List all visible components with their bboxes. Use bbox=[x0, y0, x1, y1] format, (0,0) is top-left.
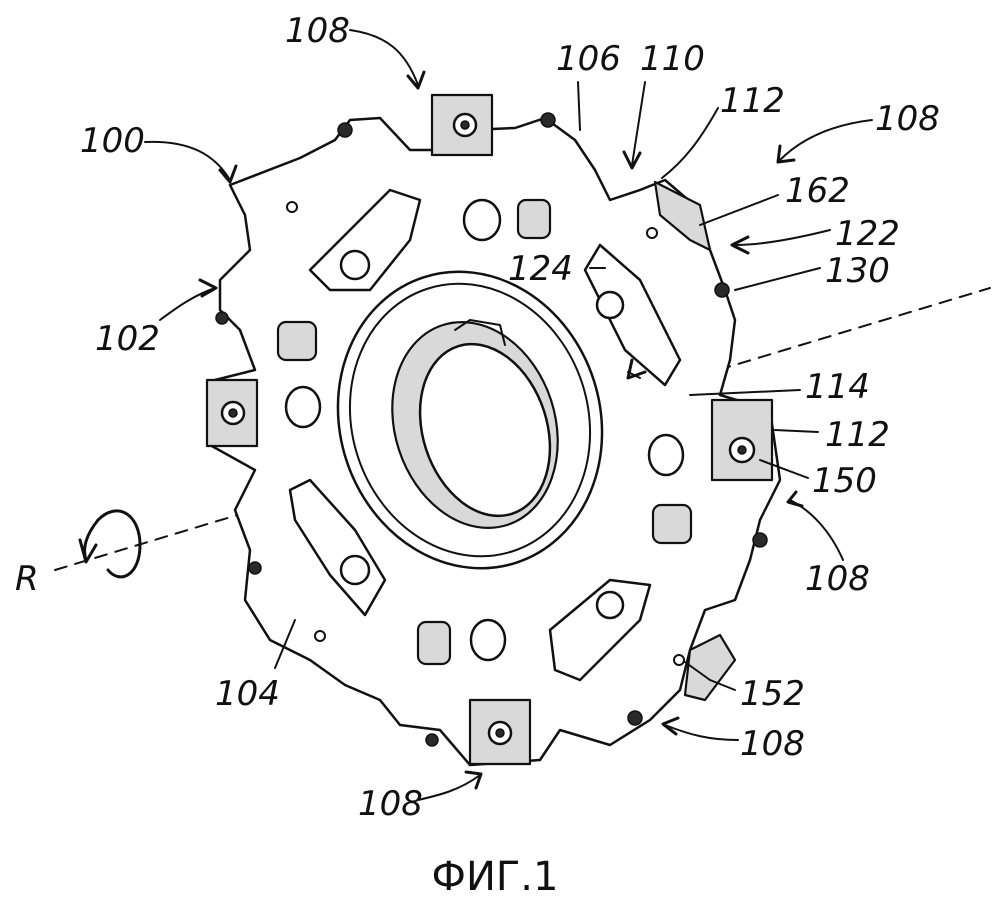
insert-right bbox=[712, 400, 772, 480]
label-108-top: 108 bbox=[285, 11, 350, 51]
label-112-top: 112 bbox=[720, 81, 785, 121]
label-108-upper-right: 108 bbox=[875, 99, 940, 139]
label-110: 110 bbox=[640, 39, 705, 79]
label-100: 100 bbox=[80, 121, 145, 161]
label-150: 150 bbox=[812, 461, 877, 501]
insert-bottom bbox=[470, 700, 530, 764]
label-106: 106 bbox=[556, 39, 621, 79]
insert-left bbox=[207, 380, 257, 446]
label-162: 162 bbox=[785, 171, 850, 211]
label-114: 114 bbox=[805, 367, 870, 407]
figure-caption: ФИГ.1 bbox=[432, 854, 559, 900]
insert-top bbox=[432, 95, 492, 155]
rotation-axis-label: R bbox=[15, 559, 39, 599]
label-152: 152 bbox=[740, 674, 805, 714]
label-104: 104 bbox=[215, 674, 280, 714]
label-108-right: 108 bbox=[805, 559, 870, 599]
label-112-right: 112 bbox=[825, 415, 890, 455]
rotation-arrow bbox=[80, 511, 140, 577]
label-102: 102 bbox=[95, 319, 160, 359]
label-124: 124 bbox=[508, 249, 573, 289]
label-108-bottom: 108 bbox=[358, 784, 423, 824]
label-130: 130 bbox=[825, 251, 890, 291]
label-108-lower-right: 108 bbox=[740, 724, 805, 764]
label-122: 122 bbox=[835, 214, 900, 254]
